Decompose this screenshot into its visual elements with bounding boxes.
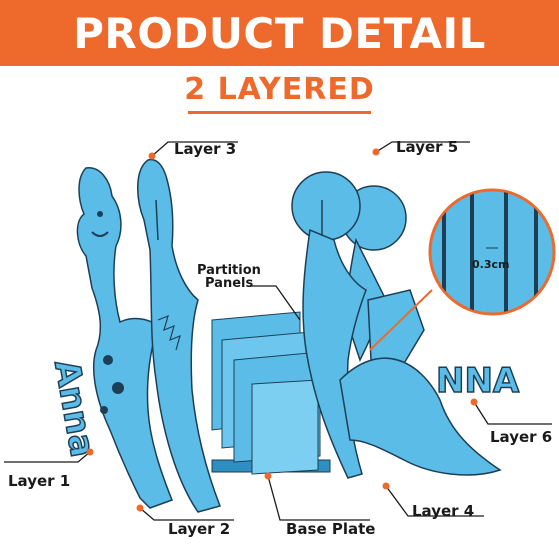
leader-dots — [86, 148, 478, 512]
partition-panels — [211, 311, 331, 475]
label-layer-5: Layer 5 — [396, 138, 459, 156]
label-layer-6: Layer 6 — [490, 428, 553, 446]
header-banner: PRODUCT DETAIL — [0, 0, 559, 66]
subtitle-underline — [188, 111, 371, 114]
label-layer-4: Layer 4 — [412, 502, 475, 520]
layer-4-panel — [291, 171, 502, 479]
page-title: PRODUCT DETAIL — [73, 8, 486, 58]
subtitle: 2 LAYERED — [184, 72, 375, 107]
leader-lines — [4, 141, 552, 521]
label-layer-2: Layer 2 — [168, 520, 231, 538]
name-text-right: NNA — [436, 361, 520, 401]
layer-2-panel — [137, 158, 222, 513]
slot-zoom-detail — [369, 188, 556, 351]
label-partition-line2: Panels — [205, 276, 254, 291]
label-layer-3: Layer 3 — [174, 140, 237, 158]
label-partition-line1: Partition — [197, 263, 261, 278]
label-base-plate: Base Plate — [286, 520, 376, 538]
label-gap-size: 0.3cm — [472, 258, 510, 271]
layer-1-panel — [76, 167, 173, 509]
label-layer-1: Layer 1 — [8, 472, 71, 490]
